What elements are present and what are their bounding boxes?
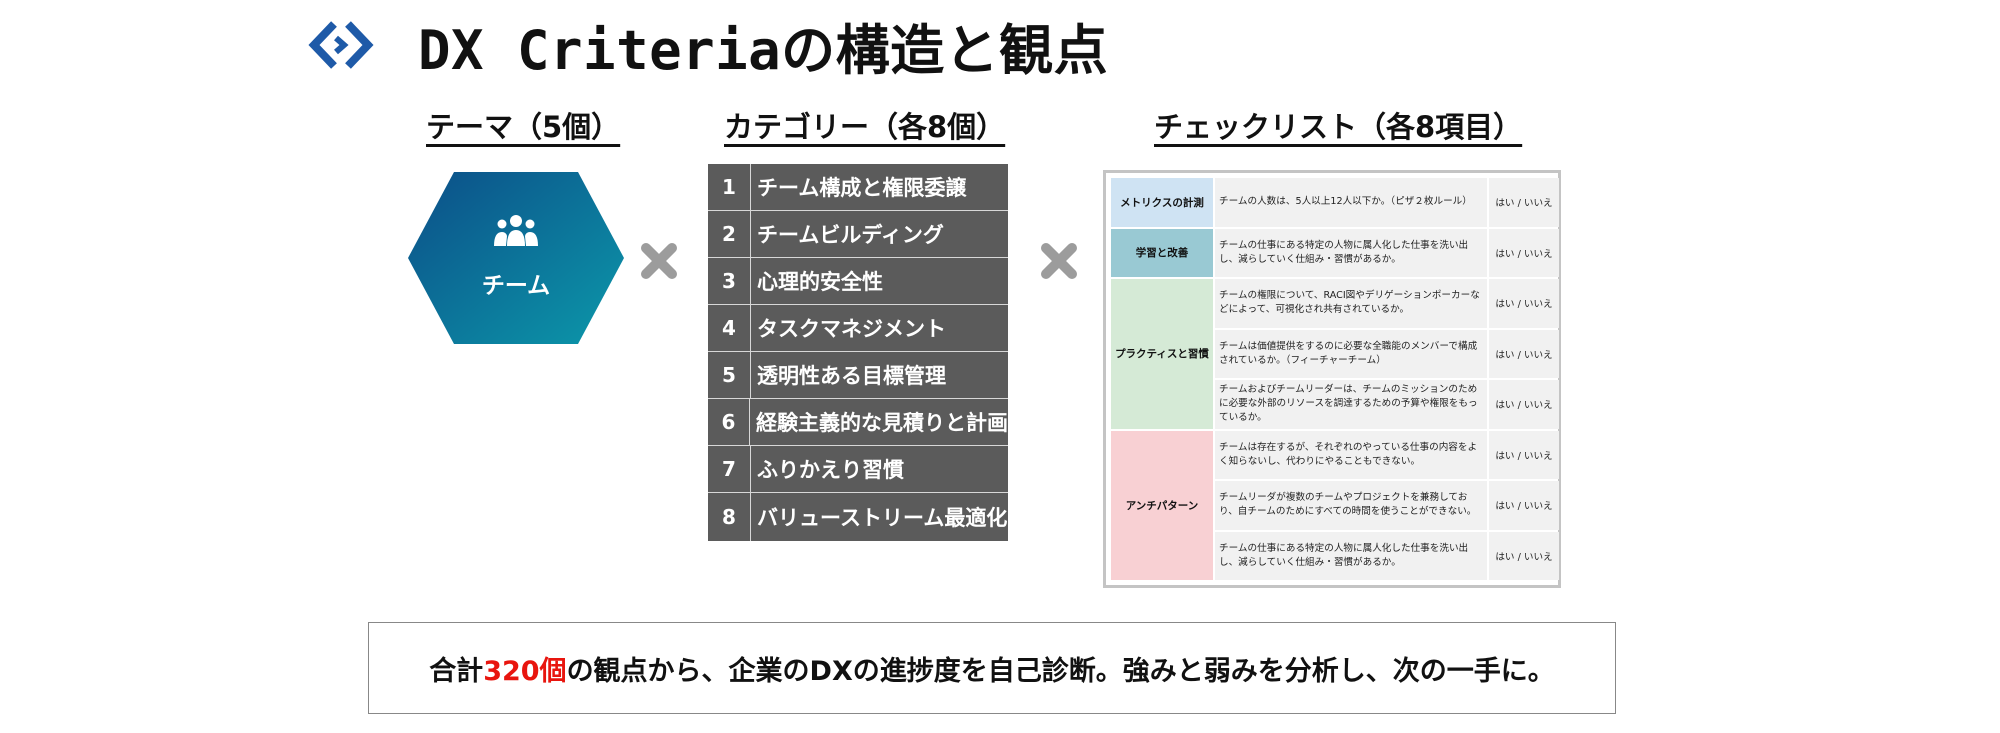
category-label: 経験主義的な見積りと計画: [756, 411, 1008, 435]
summary-prefix: 合計: [429, 655, 484, 687]
category-row: 3 心理的安全性: [708, 258, 1008, 305]
category-number: 2: [708, 211, 751, 257]
team-people-icon: [494, 215, 538, 246]
checklist-item: チームの権限について、RACI図やデリゲーションポーカーなどによって、可視化され…: [1215, 279, 1487, 328]
chevrons-logo-icon: [308, 21, 374, 69]
category-row: 6 経験主義的な見積りと計画: [708, 399, 1008, 446]
category-label: バリューストリーム最適化: [757, 506, 1008, 530]
category-number: 8: [708, 493, 751, 541]
category-row: 7 ふりかえり習慣: [708, 446, 1008, 493]
category-row: 8 バリューストリーム最適化: [708, 493, 1008, 541]
checklist-item: チームリーダが複数のチームやプロジェクトを兼務しており、自チームのためにすべての…: [1215, 481, 1487, 530]
category-label: 心理的安全性: [757, 270, 883, 294]
checklist-item: チームは存在するが、それぞれのやっている仕事の内容をよく知らないし、代わりにやる…: [1215, 430, 1487, 479]
theme-header: テーマ（5個）: [426, 110, 621, 144]
checklist-grid: メトリクスの計測チームの人数は、5人以上12人以下か。（ピザ２枚ルール）はい /…: [1111, 178, 1559, 580]
checklist-answer: はい / いいえ: [1489, 531, 1559, 580]
summary-suffix: の観点から、企業のDXの進捗度を自己診断。強みと弱みを分析し、次の一手に。: [566, 655, 1555, 687]
category-number: 7: [708, 446, 751, 492]
category-number: 4: [708, 305, 751, 351]
category-row: 2 チームビルディング: [708, 211, 1008, 258]
category-number: 5: [708, 352, 751, 398]
category-list: 1 チーム構成と権限委譲 2 チームビルディング 3 心理的安全性 4 タスクマ…: [708, 164, 1008, 541]
checklist-answer: はい / いいえ: [1489, 430, 1559, 479]
checklist-answer: はい / いいえ: [1489, 481, 1559, 530]
checklist-item: チームおよびチームリーダーは、チームのミッションのために必要な外部のリソースを調…: [1215, 380, 1487, 429]
category-row: 4 タスクマネジメント: [708, 305, 1008, 352]
category-number: 6: [708, 399, 750, 445]
multiply-icon: [641, 243, 677, 279]
checklist-item: チームの人数は、5人以上12人以下か。（ピザ２枚ルール）: [1215, 178, 1487, 227]
category-header: カテゴリー（各8個）: [724, 110, 1006, 144]
checklist-item: チームの仕事にある特定の人物に属人化した仕事を洗い出し、減らしていく仕組み・習慣…: [1215, 531, 1487, 580]
checklist-header: チェックリスト（各8項目）: [1154, 110, 1523, 144]
category-row: 5 透明性ある目標管理: [708, 352, 1008, 399]
checklist-category: メトリクスの計測: [1111, 178, 1213, 227]
category-label: チームビルディング: [757, 223, 944, 247]
category-label: タスクマネジメント: [757, 317, 946, 341]
checklist-category: 学習と改善: [1111, 228, 1213, 277]
checklist-answer: はい / いいえ: [1489, 380, 1559, 429]
checklist-answer: はい / いいえ: [1489, 329, 1559, 378]
checklist-table: メトリクスの計測チームの人数は、5人以上12人以下か。（ピザ２枚ルール）はい /…: [1103, 170, 1561, 588]
category-row: 1 チーム構成と権限委譲: [708, 164, 1008, 211]
category-number: 1: [708, 164, 751, 210]
checklist-category: プラクティスと習慣: [1111, 279, 1213, 429]
category-label: チーム構成と権限委譲: [757, 176, 967, 200]
category-label: 透明性ある目標管理: [757, 364, 946, 388]
checklist-answer: はい / いいえ: [1489, 279, 1559, 328]
checklist-answer: はい / いいえ: [1489, 228, 1559, 277]
category-label: ふりかえり習慣: [757, 458, 904, 482]
theme-label: チーム: [481, 273, 551, 299]
checklist-item: チームの仕事にある特定の人物に属人化した仕事を洗い出し、減らしていく仕組み・習慣…: [1215, 228, 1487, 277]
checklist-item: チームは価値提供をするのに必要な全職能のメンバーで構成されているか。（フィーチャ…: [1215, 329, 1487, 378]
multiply-icon: [1041, 243, 1077, 279]
category-number: 3: [708, 258, 751, 304]
checklist-answer: はい / いいえ: [1489, 178, 1559, 227]
theme-hexagon: [408, 172, 624, 344]
summary-highlight: 320個: [483, 655, 567, 687]
checklist-category: アンチパターン: [1111, 430, 1213, 580]
page-title: DX Criteriaの構造と観点: [418, 19, 1109, 82]
